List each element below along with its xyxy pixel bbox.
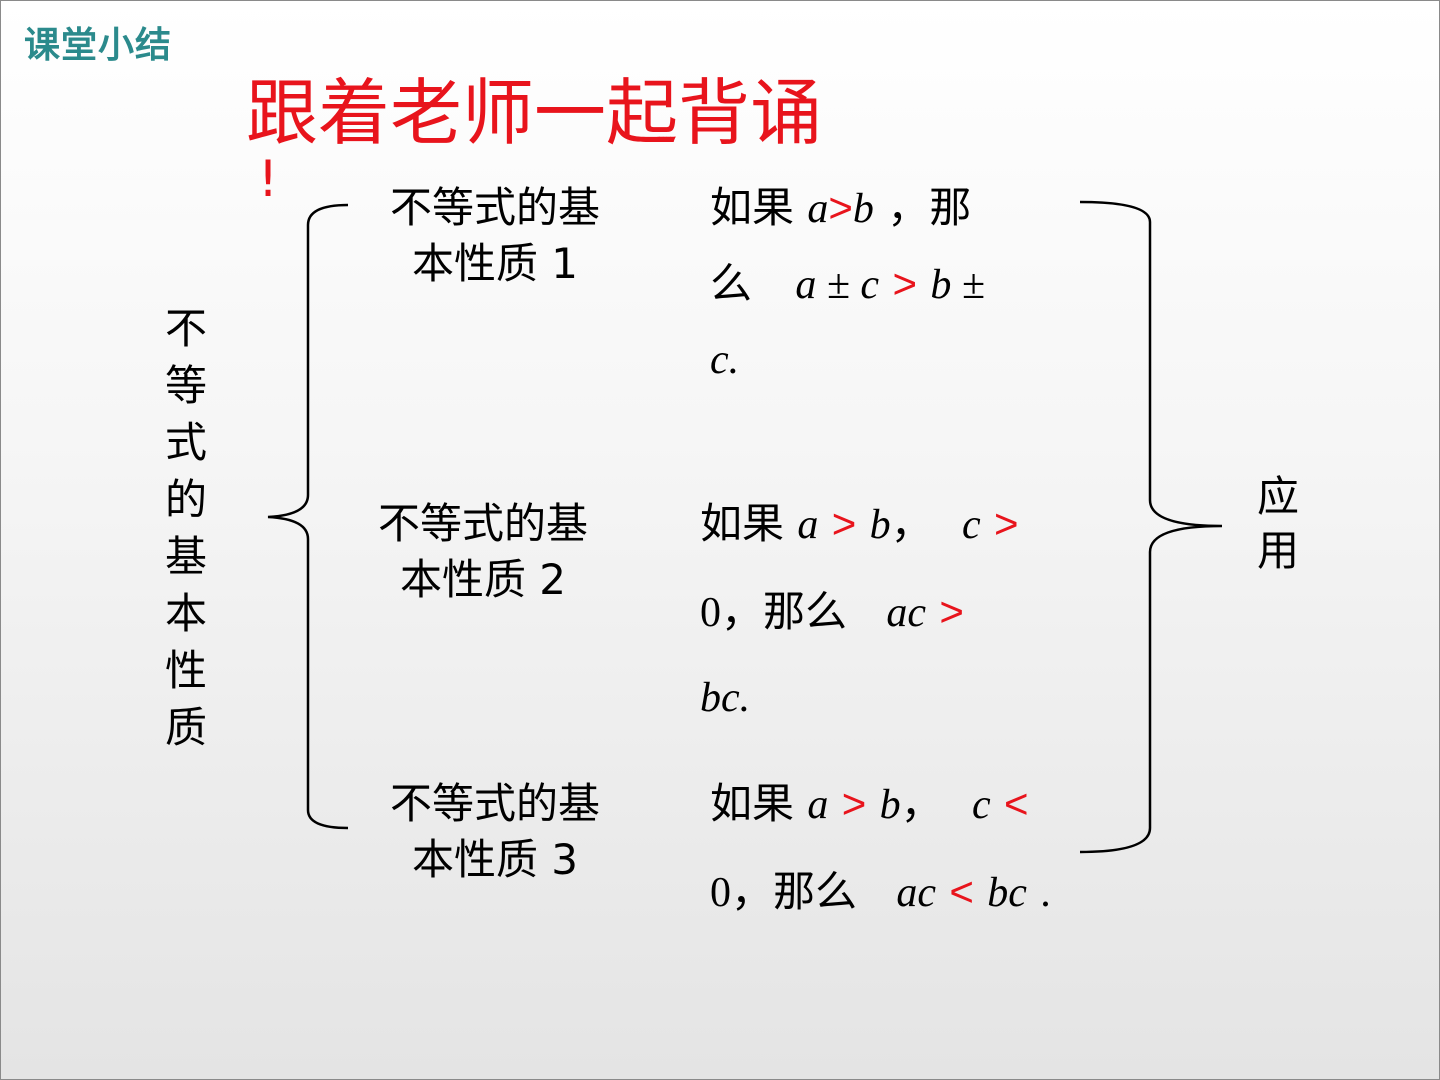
section-header: 课堂小结 bbox=[24, 25, 173, 66]
rule-3-line-1: 如果 a > b， c < bbox=[710, 766, 1029, 843]
left-title-char: 式 bbox=[164, 418, 207, 467]
rule-2-line-2: 0，那么 ac > bbox=[700, 574, 964, 651]
recite-heading: 跟着老师一起背诵 bbox=[246, 71, 823, 155]
rule-2-line-1: 如果 a > b， c > bbox=[700, 486, 1019, 563]
right-vertical-title: 应 用 bbox=[1252, 470, 1304, 578]
greater-than-sign: > bbox=[892, 260, 917, 307]
property-1-line2: 本性质 1 bbox=[411, 239, 579, 288]
expr-bc: bc bbox=[987, 870, 1027, 916]
var-c: c bbox=[962, 502, 981, 548]
var-b: b bbox=[852, 186, 874, 232]
var-a: a bbox=[797, 502, 819, 548]
property-2-line2: 本性质 2 bbox=[399, 555, 567, 604]
left-title-char: 的 bbox=[164, 475, 207, 524]
rule-1-line-3: c. bbox=[710, 337, 740, 383]
greater-than-sign: > bbox=[994, 500, 1019, 547]
left-title-char: 等 bbox=[164, 361, 207, 410]
text-then-part2: 么 bbox=[710, 259, 753, 308]
text-then: ，那么 bbox=[721, 587, 848, 636]
zero: 0 bbox=[710, 870, 731, 916]
zero: 0 bbox=[700, 590, 721, 636]
text-if: 如果 bbox=[710, 183, 795, 232]
less-than-sign: < bbox=[1004, 780, 1029, 827]
property-3-line1: 不等式的基 bbox=[389, 779, 600, 828]
property-1-label: 不等式的基 本性质 1 bbox=[370, 180, 620, 292]
property-2-line1: 不等式的基 bbox=[377, 499, 588, 548]
greater-than-sign: > bbox=[939, 588, 964, 635]
left-title-char: 不 bbox=[164, 304, 207, 353]
left-vertical-title: 不 等 式 的 基 本 性 质 bbox=[160, 300, 212, 756]
var-b: b bbox=[869, 502, 891, 548]
left-title-char: 质 bbox=[164, 703, 207, 752]
left-title-char: 本 bbox=[164, 589, 207, 638]
right-title-char: 用 bbox=[1256, 526, 1299, 575]
var-a: a bbox=[807, 186, 829, 232]
right-title-char: 应 bbox=[1256, 472, 1299, 521]
expr-ac: ac bbox=[896, 870, 937, 916]
property-3-line2: 本性质 3 bbox=[411, 835, 579, 884]
expr-a-pm-c: a ± c bbox=[795, 262, 880, 308]
left-brace bbox=[267, 203, 349, 830]
left-title-char: 性 bbox=[164, 646, 207, 695]
var-c: c bbox=[972, 782, 991, 828]
greater-than-sign: > bbox=[841, 780, 867, 827]
property-3-label: 不等式的基 本性质 3 bbox=[370, 776, 620, 888]
var-a: a bbox=[807, 782, 829, 828]
greater-than-sign: > bbox=[831, 500, 857, 547]
text-if: 如果 bbox=[710, 779, 795, 828]
var-b: b bbox=[879, 782, 901, 828]
expr-b-pm: b ± bbox=[930, 262, 985, 308]
less-than-sign: < bbox=[949, 868, 974, 915]
rule-2-line-3: bc. bbox=[700, 675, 751, 721]
text-if: 如果 bbox=[700, 499, 785, 548]
text-then-part1: ，那 bbox=[887, 183, 972, 232]
comma: ， bbox=[900, 779, 943, 828]
rule-1-line-2: 么 a ± c > b ± bbox=[710, 246, 985, 323]
recite-exclamation: ! bbox=[258, 150, 279, 208]
text-then: ，那么 bbox=[731, 867, 858, 916]
greater-than-sign: > bbox=[828, 184, 853, 231]
rule-1-line-1: 如果 a>b ，那 bbox=[710, 170, 971, 247]
comma: ， bbox=[890, 499, 933, 548]
property-2-label: 不等式的基 本性质 2 bbox=[358, 496, 608, 608]
left-title-char: 基 bbox=[164, 532, 207, 581]
property-1-line1: 不等式的基 bbox=[389, 183, 600, 232]
period: . bbox=[1040, 870, 1051, 916]
right-brace bbox=[1079, 200, 1223, 854]
rule-3-line-2: 0，那么 ac < bc . bbox=[710, 854, 1051, 931]
expr-ac: ac bbox=[886, 590, 927, 636]
